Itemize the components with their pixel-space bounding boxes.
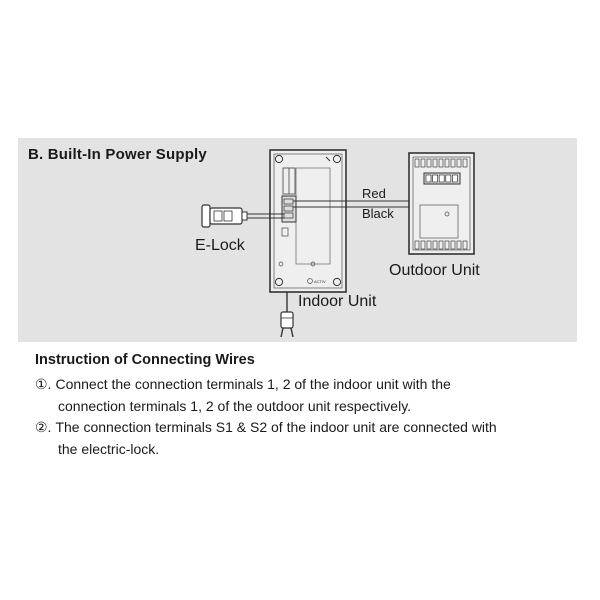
vent-rib — [444, 158, 450, 168]
instruction-2-text: The connection terminals S1 & S2 of the … — [55, 419, 497, 435]
vent-rib — [450, 158, 456, 168]
power-plug-icon — [280, 292, 294, 338]
instruction-1-number: ①. — [35, 376, 52, 392]
elock-label: E-Lock — [195, 237, 246, 254]
instructions-heading: Instruction of Connecting Wires — [35, 352, 255, 368]
electric-lock-icon — [201, 204, 248, 228]
indoor-terminal-block — [281, 195, 297, 223]
vent-rib — [420, 240, 426, 250]
vent-rib — [462, 240, 468, 250]
outdoor-ribs — [414, 158, 468, 250]
screw-hole-icon — [274, 277, 284, 287]
screw-hole-icon — [332, 154, 342, 164]
vent-rib — [438, 158, 444, 168]
vent-rib — [420, 158, 426, 168]
vent-rib — [462, 158, 468, 168]
outdoor-unit-label: Outdoor Unit — [389, 262, 480, 279]
vent-rib — [414, 158, 420, 168]
terminal-screw — [425, 174, 432, 183]
red-wire-label: Red — [362, 186, 386, 201]
vent-rib — [426, 240, 432, 250]
instruction-1-text: Connect the connection terminals 1, 2 of… — [55, 376, 451, 392]
instruction-1-line-1: ①.Connect the connection terminals 1, 2 … — [35, 374, 580, 396]
brand-logo-icon — [307, 278, 313, 284]
screw-hole-icon — [332, 277, 342, 287]
instruction-1-line-2: connection terminals 1, 2 of the outdoor… — [58, 397, 412, 414]
vent-rib — [438, 240, 444, 250]
instruction-2-line-2: the electric-lock. — [58, 440, 160, 457]
terminal-screw — [445, 174, 452, 183]
vent-rib — [432, 240, 438, 250]
terminal-screw — [452, 174, 458, 183]
instruction-2-line-1: ②.The connection terminals S1 & S2 of th… — [35, 417, 580, 439]
vent-rib — [456, 158, 462, 168]
vent-rib — [450, 240, 456, 250]
terminal-screw — [432, 174, 438, 183]
vent-rib — [444, 240, 450, 250]
indoor-unit-label: Indoor Unit — [298, 293, 377, 310]
vent-rib — [426, 158, 432, 168]
outdoor-terminal-block — [423, 172, 461, 185]
panel-title: B. Built-In Power Supply — [28, 146, 207, 163]
instruction-2-number: ②. — [35, 419, 52, 435]
vent-rib — [456, 240, 462, 250]
indoor-unit: ACTIV — [269, 149, 347, 293]
vent-rib — [432, 158, 438, 168]
black-wire-label: Black — [362, 206, 394, 221]
terminal-screw — [438, 174, 445, 183]
outdoor-unit — [408, 152, 475, 255]
vent-rib — [414, 240, 420, 250]
svg-text:ACTIV: ACTIV — [314, 279, 326, 284]
instructions: Instruction of Connecting Wires ①.Connec… — [35, 352, 580, 460]
screw-hole-icon — [274, 154, 284, 164]
